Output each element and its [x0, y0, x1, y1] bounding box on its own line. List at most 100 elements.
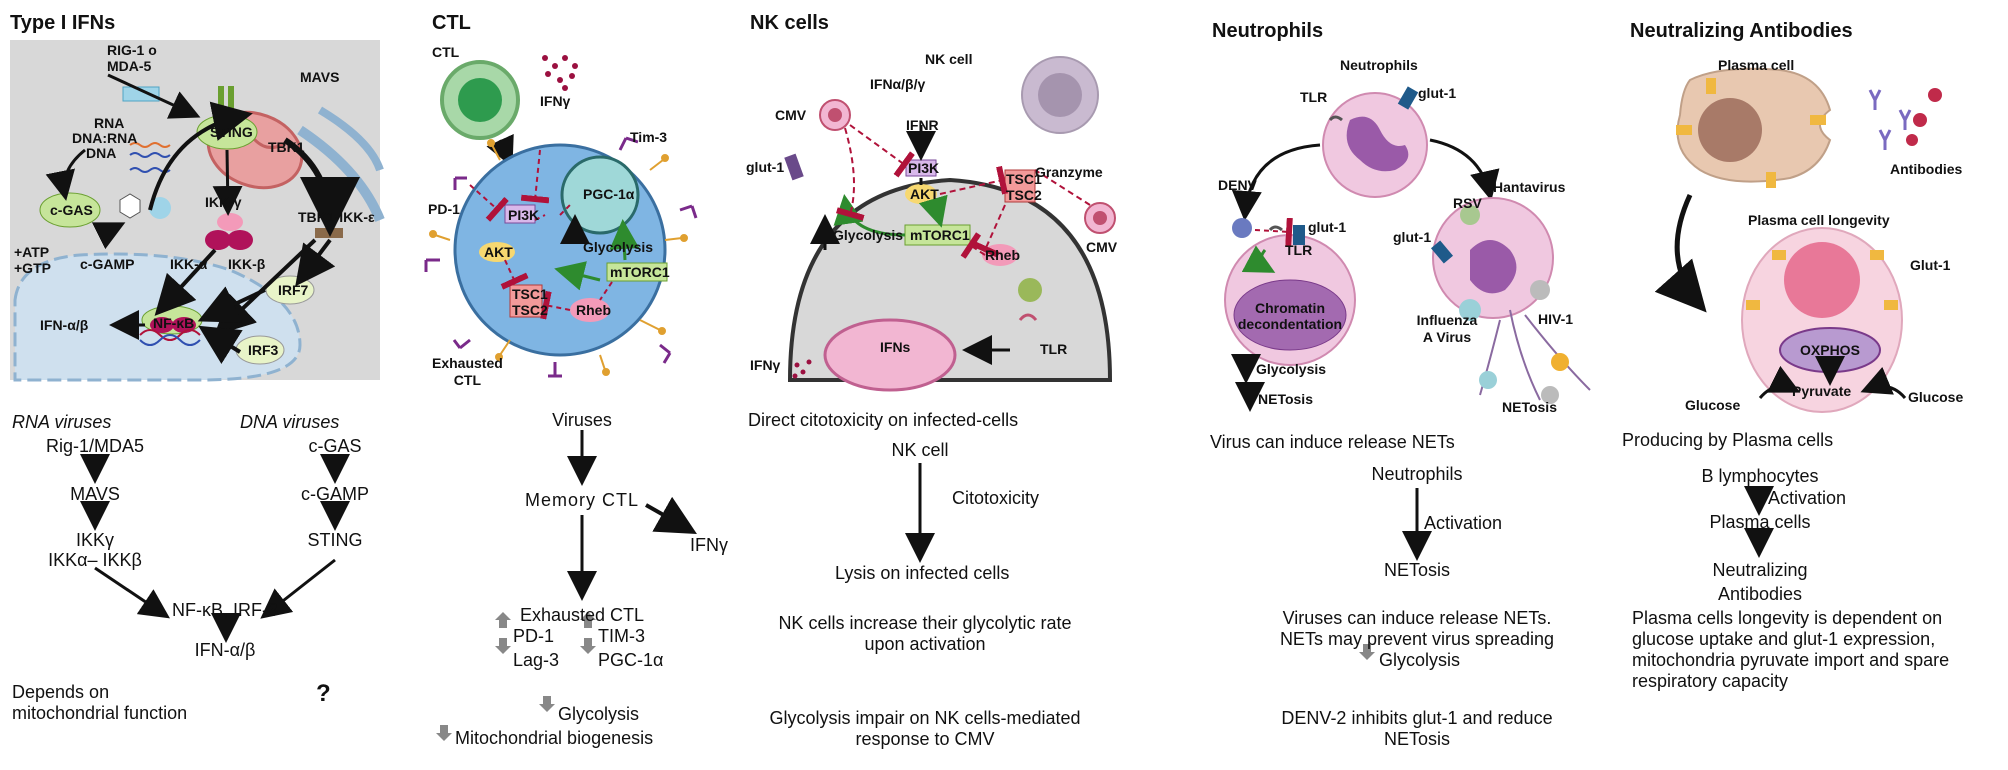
- panel-title-type-i-ifns: Type I IFNs: [10, 12, 116, 34]
- ifn-fig-cgamp: c-GAMP: [80, 256, 135, 272]
- neu-viruses-1: Viruses can induce release NETs.: [1282, 608, 1552, 628]
- neutrophils-illustration: [1224, 86, 1591, 412]
- ifn-fig-gtp: +GTP: [14, 260, 51, 276]
- ifn-fig-atp: +ATP: [14, 244, 50, 260]
- ifn-note-1: Depends on: [12, 682, 110, 702]
- nk-fig-tsc1: TSC1: [1006, 171, 1042, 187]
- nk-fig-pi3k: PI3K: [908, 160, 940, 176]
- ifn-fig-ifnab: IFN-α/β: [40, 317, 89, 333]
- ctl-lag3: Lag-3: [513, 650, 560, 670]
- ifn-fig-tbk1: TBK1: [268, 139, 305, 155]
- nk-fig-akt: AKT: [910, 186, 939, 202]
- nk-fig-granzyme: Granzyme: [1035, 164, 1103, 180]
- ctl-pd1: PD-1: [513, 626, 555, 646]
- neu-denv-2: NETosis: [1383, 729, 1450, 749]
- nk-rate-1: NK cells increase their glycolytic rate: [778, 613, 1072, 633]
- nk-fig-ifnr: IFNR: [906, 117, 939, 133]
- ab-paragraph-2: glucose uptake and glut-1 expression,: [1632, 629, 1936, 649]
- ifn-fig-dna: DNA: [86, 145, 117, 161]
- ifn-cgamp: c-GAMP: [300, 484, 369, 504]
- indicator-arrows: [436, 612, 1375, 741]
- neu-fig-tlrb: TLR: [1285, 242, 1313, 258]
- ab-neutralizing-1: Neutralizing: [1712, 560, 1808, 580]
- ab-fig-antibodies: Antibodies: [1890, 161, 1963, 177]
- panel-title-ctl: CTL: [432, 12, 471, 34]
- ifn-rna-viruses: RNA viruses: [12, 412, 112, 432]
- ifn-sting: STING: [307, 530, 363, 550]
- ifn-fig-sting: STING: [210, 124, 253, 140]
- nk-fig-mtorc1: mTORC1: [910, 227, 970, 243]
- ab-fig-pyruvate: Pyruvate: [1792, 383, 1852, 399]
- nk-fig-cmv: CMV: [775, 107, 807, 123]
- ctl-tim3: TIM-3: [598, 626, 645, 646]
- ifn-fig-irf3: IRF3: [248, 342, 279, 358]
- nk-lysis: Lysis on infected cells: [835, 563, 1010, 583]
- ctl-mito: Mitochondrial biogenesis: [455, 728, 654, 748]
- ifn-fig-nfkb: NF-κB: [153, 315, 195, 331]
- neu-fig-hiv: HIV-1: [1538, 311, 1574, 327]
- neu-fig-netosis: NETosis: [1258, 391, 1313, 407]
- ifn-dna-viruses: DNA viruses: [240, 412, 340, 432]
- ctl-memory: Memory CTL: [524, 490, 639, 510]
- neu-fig-netosis2: NETosis: [1502, 399, 1557, 415]
- ctl-exhausted: Exhausted CTL: [519, 605, 645, 625]
- ctl-fig-exhausted: Exhausted CTL: [432, 355, 503, 388]
- ab-paragraph-3: mitochondria pyruvate import and spare: [1632, 650, 1950, 670]
- neu-fig-glut1c: glut-1: [1393, 229, 1432, 245]
- ifn-fig-ikkg: IKK-γ: [205, 194, 242, 210]
- ab-fig-glut1: Glut-1: [1910, 257, 1951, 273]
- ifn-fig-irf7: IRF7: [278, 282, 309, 298]
- nk-fig-ifng: IFNγ: [750, 357, 781, 373]
- ifn-ikkab: IKKα– IKKβ: [48, 550, 142, 570]
- ctl-fig-pgc: PGC-1α: [583, 186, 635, 202]
- ctl-fig-akt: AKT: [484, 244, 513, 260]
- neu-fig-glut1b: glut-1: [1308, 219, 1347, 235]
- nk-impair-1: Glycolysis impair on NK cells-mediated: [769, 708, 1081, 728]
- ctl-viruses: Viruses: [552, 410, 612, 430]
- ctl-fig-ctl: CTL: [432, 44, 460, 60]
- ctl-fig-pd1: PD-1: [428, 201, 460, 217]
- ifn-rig-mda5: Rig-1/MDA5: [45, 436, 145, 456]
- ab-producing: Producing by Plasma cells: [1622, 430, 1834, 450]
- nk-fig-rheb: Rheb: [985, 247, 1020, 263]
- ab-neutralizing-2: Antibodies: [1717, 584, 1803, 604]
- ctl-fig-tim3: Tim-3: [630, 129, 668, 145]
- neu-fig-influenza: Influenza A Virus: [1416, 312, 1478, 345]
- ifn-ikky: IKKγ: [75, 530, 114, 550]
- ifn-fig-rig: RIG-1 o MDA-5: [107, 42, 157, 74]
- neu-activation: Activation: [1424, 513, 1503, 533]
- ifn-fig-cgas: c-GAS: [50, 202, 93, 218]
- panel-title-nk-cells: NK cells: [750, 12, 829, 34]
- ifn-cgas: c-GAS: [308, 436, 362, 456]
- neu-fig-neutrophils: Neutrophils: [1340, 57, 1418, 73]
- nk-fig-tsc2: TSC2: [1006, 187, 1042, 203]
- neu-fig-chromatin: Chromatin decondentation: [1237, 300, 1343, 332]
- ctl-illustration: [424, 55, 698, 378]
- ab-b-lymphocytes: B lymphocytes: [1701, 466, 1819, 486]
- ctl-fig-mtorc1: mTORC1: [610, 264, 670, 280]
- nk-fig-nkcell: NK cell: [925, 51, 973, 67]
- ab-paragraph-1: Plasma cells longevity is dependent on: [1632, 608, 1943, 628]
- nk-fig-ifns: IFNs: [880, 339, 911, 355]
- ctl-ifng: IFNγ: [690, 535, 728, 555]
- antibodies-illustration: [1654, 67, 1942, 413]
- ab-plasma-cells: Plasma cells: [1709, 512, 1811, 532]
- ifn-fig-ikkb: IKK-β: [228, 256, 266, 272]
- ifn-fig-tbkikk: TBK1-IKK-ε: [298, 209, 375, 225]
- ifn-fig-mavs: MAVS: [300, 69, 340, 85]
- neu-neutrophils: Neutrophils: [1371, 464, 1463, 484]
- nk-fig-tlr: TLR: [1040, 341, 1068, 357]
- panel-title-neutralizing-antibodies: Neutralizing Antibodies: [1630, 20, 1853, 42]
- ab-fig-glucose1: Glucose: [1685, 397, 1741, 413]
- ctl-fig-pi3k: PI3K: [508, 207, 540, 223]
- ctl-fig-glycolysis: Glycolysis: [583, 239, 654, 255]
- neu-netosis: NETosis: [1383, 560, 1450, 580]
- nk-rate-2: upon activation: [864, 634, 986, 654]
- nk-impair-2: response to CMV: [855, 729, 995, 749]
- neu-denv-1: DENV-2 inhibits glut-1 and reduce: [1281, 708, 1553, 728]
- neu-glycolysis: Glycolysis: [1379, 650, 1461, 670]
- neu-fig-hanta: Hantavirus: [1493, 179, 1566, 195]
- neu-fig-tlr: TLR: [1300, 89, 1328, 105]
- nk-direct: Direct citotoxicity on infected-cells: [748, 410, 1019, 430]
- ab-fig-glucose2: Glucose: [1908, 389, 1964, 405]
